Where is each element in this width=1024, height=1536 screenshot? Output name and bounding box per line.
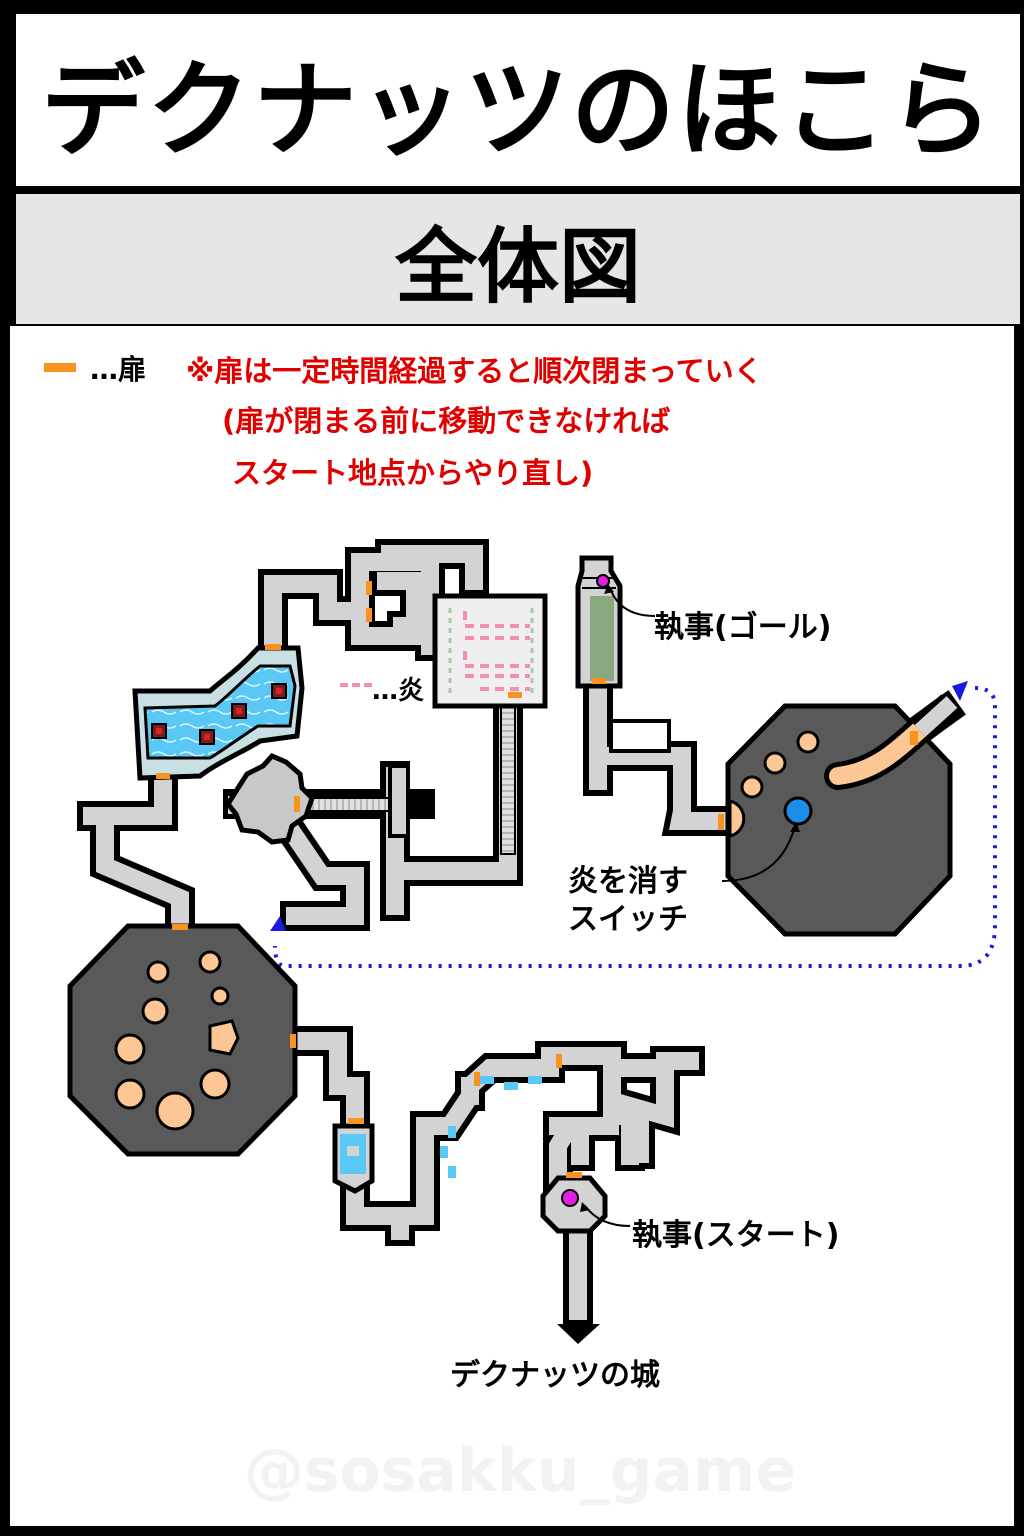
- subtitle-panel: 全体図: [16, 194, 1020, 324]
- route-arrow-bottom: [270, 916, 286, 931]
- pillar-chamber: [67, 923, 298, 1157]
- exit-arrow: [557, 1324, 600, 1344]
- goal-label: 執事(ゴール): [654, 610, 832, 645]
- water-room: [132, 645, 305, 781]
- water-tiles: [440, 1076, 542, 1178]
- note-line-3: スタート地点からやり直し): [232, 456, 594, 490]
- route-path: [273, 686, 997, 968]
- watermark: @sosakku_game: [243, 1436, 797, 1506]
- start-pointer-head: [580, 1202, 590, 1212]
- goal-pointer-head: [604, 584, 614, 594]
- switch-chamber: [725, 694, 959, 937]
- pool-room: [332, 1123, 375, 1194]
- title-panel: デクナッツのほこら: [16, 14, 1020, 186]
- page-subtitle: 全体図: [394, 219, 641, 315]
- switch-pointer-head: [790, 822, 800, 832]
- start-label: 執事(スタート): [632, 1218, 840, 1253]
- note-line-1: ※扉は一定時間経過すると順次閉まっていく: [186, 354, 763, 388]
- exit-label: デクナッツの城: [450, 1358, 660, 1393]
- switch-label-line-2: スイッチ: [568, 902, 688, 937]
- switch-pointer: [721, 825, 796, 882]
- note-line-2: (扉が閉まる前に移動できなければ: [222, 404, 671, 438]
- door-legend-swatch: [44, 363, 76, 372]
- flame-legend-label: …炎: [372, 676, 425, 706]
- route-arrow-top: [952, 681, 968, 701]
- switch-label-line-1: 炎を消す: [568, 864, 688, 899]
- goal-marker: [596, 574, 610, 588]
- map-panel: @sosakku_game: [10, 326, 1014, 1526]
- gear-room: [224, 752, 315, 845]
- flame-switch: [783, 796, 813, 826]
- page-title: デクナッツのほこら: [40, 48, 995, 171]
- flame-line: [463, 611, 530, 691]
- corridor-loop: [609, 719, 671, 753]
- dungeon-map: [67, 539, 997, 1344]
- flame-room: [432, 593, 548, 709]
- corridors: [77, 539, 966, 1326]
- start-marker: [561, 1189, 579, 1207]
- doors: [156, 581, 918, 1178]
- door-legend-label: …扉: [90, 353, 147, 386]
